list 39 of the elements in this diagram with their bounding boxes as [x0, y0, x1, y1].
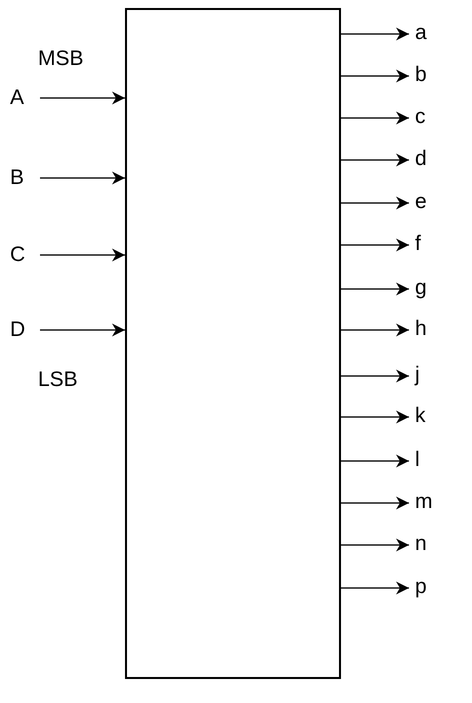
- arrow: [341, 410, 409, 424]
- signal-label: D: [10, 318, 26, 342]
- arrow: [341, 238, 409, 252]
- signal-label: n: [415, 532, 427, 556]
- signal-label: d: [415, 147, 427, 171]
- signal-label: g: [415, 276, 427, 300]
- arrow: [341, 28, 409, 40]
- signal-label: p: [415, 575, 427, 599]
- arrow: [341, 324, 409, 336]
- arrow: [341, 496, 409, 510]
- arrow: [40, 92, 125, 104]
- signal-label: e: [415, 190, 427, 214]
- arrow: [341, 196, 409, 210]
- arrow: [40, 172, 125, 184]
- arrow: [341, 70, 409, 82]
- arrow: [341, 582, 409, 594]
- signal-label: c: [415, 105, 426, 129]
- bit-order-label: LSB: [38, 368, 78, 392]
- signal-label: k: [415, 404, 426, 428]
- arrow: [341, 538, 409, 552]
- arrow: [40, 248, 125, 262]
- signal-label: b: [415, 63, 427, 87]
- arrow: [341, 282, 409, 296]
- signal-label: l: [415, 448, 420, 472]
- signal-label: j: [415, 363, 420, 387]
- signal-label: f: [415, 232, 421, 256]
- signal-label: A: [10, 86, 24, 110]
- arrow: [341, 454, 409, 468]
- arrow: [341, 112, 409, 124]
- signal-label: C: [10, 243, 26, 267]
- signal-label: m: [415, 490, 432, 514]
- signal-label: B: [10, 166, 24, 190]
- logic-block: [125, 8, 341, 679]
- signal-label: a: [415, 21, 427, 45]
- arrow: [40, 324, 125, 336]
- arrow: [341, 154, 409, 166]
- bit-order-label: MSB: [38, 47, 84, 71]
- signal-label: h: [415, 317, 427, 341]
- arrow: [341, 370, 409, 382]
